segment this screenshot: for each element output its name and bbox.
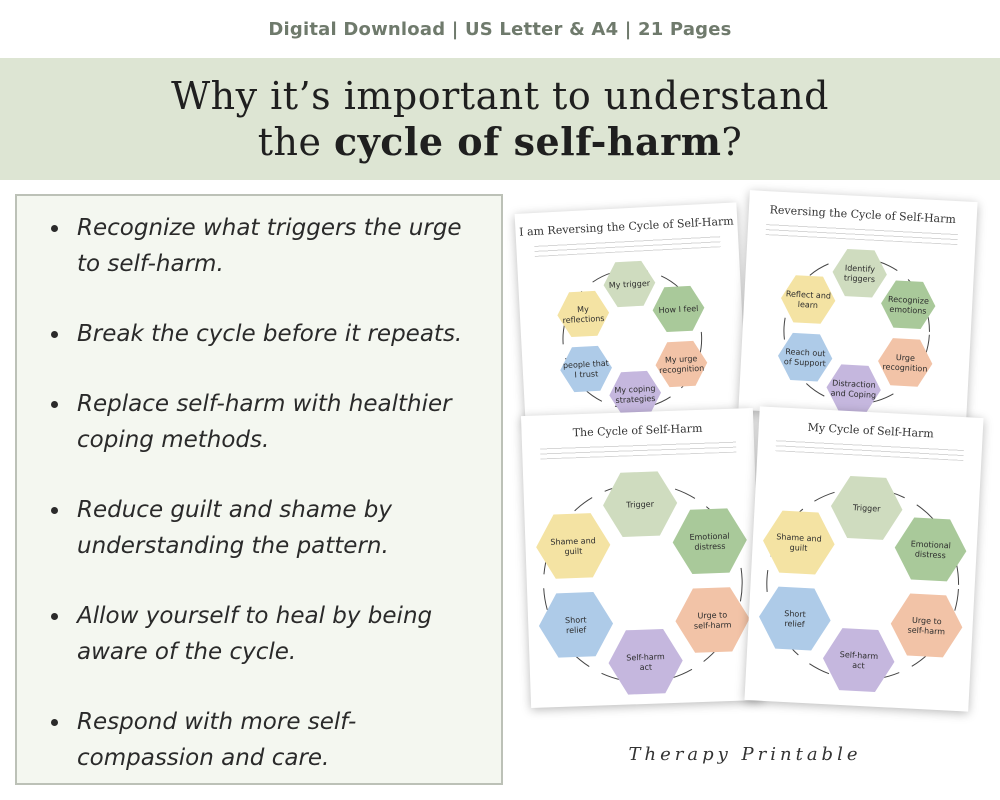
benefit-item: Recognize what triggers the urge to self…: [47, 210, 489, 282]
benefits-panel: Recognize what triggers the urge to self…: [15, 194, 503, 785]
headline-emphasis: cycle of self-harm: [334, 119, 722, 164]
cycle-hexagon: [536, 513, 611, 579]
cycle-hexagon: [655, 340, 708, 388]
cycle-hexagon: [763, 510, 835, 575]
cycle-hexagon-label: Urgerecognition: [882, 352, 928, 373]
cycle-hexagon-label: Emotionaldistress: [910, 539, 951, 560]
cycle-hexagon: [603, 260, 656, 308]
cycle-hexagon-label: Trigger: [625, 500, 655, 510]
cycle-hexagon-label: Urge toself-harm: [693, 610, 731, 630]
cycle-hexagon-label: Shortrelief: [784, 609, 806, 629]
cycle-hexagon: [603, 471, 678, 537]
benefit-item: Respond with more self-compassion and ca…: [47, 704, 489, 776]
benefit-item: Replace self-harm with healthier coping …: [47, 386, 489, 458]
benefit-item: Reduce guilt and shame by understanding …: [47, 492, 489, 564]
cycle-hexagon-label: Myreflections: [562, 304, 605, 325]
cycle-hexagon: [777, 332, 833, 382]
cycle-hexagon-label: Identifytriggers: [844, 263, 876, 284]
cycle-hexagon-label: Urge toself-harm: [907, 615, 946, 636]
cycle-hexagon: [759, 586, 831, 651]
cycle-hexagon: [822, 628, 895, 692]
cycle-hexagon: [832, 248, 887, 298]
format-subtitle: Digital Download | US Letter & A4 | 21 P…: [268, 18, 732, 40]
benefit-item: Break the cycle before it repeats.: [47, 316, 489, 352]
cycle-hexagon: [826, 364, 881, 413]
cycle-hexagon-label: My urgerecognition: [658, 354, 704, 375]
cycle-hexagon: [781, 275, 836, 324]
cycle-hexagon: [830, 475, 903, 540]
cycle-hexagon: [560, 345, 612, 393]
benefit-item: Allow yourself to heal by being aware of…: [47, 598, 489, 670]
cycle-hexagon: [675, 587, 750, 653]
cycle-hexagon: [609, 370, 662, 418]
cycle-hexagon-label: Shortrelief: [565, 615, 587, 635]
cycle-hexagon: [881, 280, 936, 330]
cycle-hexagon-label: Reach outof Support: [784, 347, 827, 368]
cycle-hexagon-label: Emotionaldistress: [689, 532, 730, 552]
cycle-hexagon-label: Self-harmact: [626, 652, 665, 672]
headline-banner: Why it’s important to understand the cyc…: [0, 58, 1000, 180]
cycle-hexagon-label: My trigger: [609, 279, 651, 290]
cycle-hexagon-label: Trigger: [852, 503, 882, 514]
cycle-hexagon-label: Recognizeemotions: [887, 295, 929, 316]
cycle-hexagon: [894, 517, 967, 582]
cycle-hexagon: [878, 338, 933, 387]
cycle-hexagon-label: people thatI trust: [563, 359, 610, 380]
cycle-hexagon-label: My copingstrategies: [614, 384, 656, 405]
cycle-hexagon-label: How I feel: [658, 304, 698, 315]
cycle-hexagon-label: Shame andguilt: [550, 536, 596, 557]
cycle-hexagon: [608, 629, 683, 695]
cycle-hexagon-label: Self-harmact: [839, 650, 879, 671]
cycle-hexagon: [538, 592, 614, 658]
headline-line-1: Why it’s important to understand: [171, 74, 829, 118]
cycle-hexagon-label: Shame andguilt: [776, 532, 822, 553]
headline-line-2: the cycle of self-harm?: [257, 119, 743, 164]
cycle-hexagon: [557, 290, 610, 338]
brand-name: Therapy Printable: [628, 744, 862, 765]
cycle-hexagon: [652, 285, 705, 333]
cycle-hexagon-label: Reflect andlearn: [785, 289, 831, 310]
cycle-hexagon-label: Distractionand Coping: [830, 379, 876, 400]
benefits-list: Recognize what triggers the urge to self…: [47, 210, 489, 776]
cycle-hexagon: [890, 593, 963, 658]
cycle-hexagon: [672, 508, 747, 574]
